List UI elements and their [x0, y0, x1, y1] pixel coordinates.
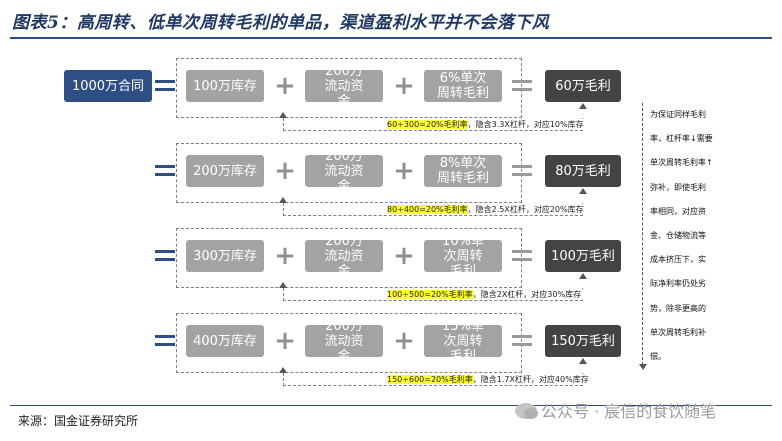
- inventory-box: 100万库存: [186, 70, 264, 102]
- cash-box: 200万流动资金: [305, 149, 383, 194]
- side-note-line: 金、仓储物流等: [650, 231, 706, 241]
- plus-sign: +: [274, 326, 296, 356]
- side-note-line: 势，除非更高的: [650, 303, 706, 313]
- side-note-line: 偿。: [650, 352, 666, 362]
- connector-arrow: [279, 282, 287, 288]
- margin-calc-note: 150÷600=20%毛利率，隐含1.7X杠杆，对应40%库存: [385, 374, 591, 385]
- margin-formula: 80÷400=20%毛利率: [387, 205, 468, 214]
- side-note-line: 率相同，对应资: [650, 206, 706, 216]
- equals-sign: [512, 165, 532, 176]
- wechat-icon: [515, 403, 538, 419]
- cash-box: 200万流动资金: [305, 234, 383, 279]
- plus-sign: +: [274, 241, 296, 271]
- margin-box: 8%单次周转毛利: [424, 155, 502, 187]
- margin-formula: 150÷600=20%毛利率: [387, 375, 473, 384]
- plus-sign: +: [393, 156, 415, 186]
- page-title: 图表5：高周转、低单次周转毛利的单品，渠道盈利水平并不会落下风: [12, 13, 550, 33]
- side-note-line: 单次周转毛利补: [650, 327, 706, 337]
- equals-sign: [155, 165, 175, 176]
- side-note-line: 成本挤压下，实: [650, 255, 706, 265]
- equals-sign: [155, 335, 175, 346]
- source-note: 来源：国金证券研究所: [18, 414, 139, 428]
- side-arrow-head: [639, 364, 647, 370]
- inventory-box: 200万库存: [186, 155, 264, 187]
- side-note: 为保证同样毛利 率，杠杆率↓需要 单次周转毛利率↑ 弥补，即使毛利 率相同，对应…: [650, 103, 722, 369]
- plus-sign: +: [393, 241, 415, 271]
- profit-box: 80万毛利: [545, 155, 621, 187]
- margin-formula: 60÷300=20%毛利率: [387, 120, 468, 129]
- leverage-note: ，隐含3.3X杠杆，对应10%库存: [467, 120, 584, 129]
- side-note-line: 率，杠杆率↓需要: [650, 134, 713, 144]
- connector-arrow: [279, 367, 287, 373]
- equals-sign: [512, 335, 532, 346]
- side-note-line: 为保证同样毛利: [650, 110, 706, 119]
- connector-arrow: [279, 197, 287, 203]
- leverage-note: ，隐含1.7X杠杆，对应40%库存: [472, 375, 589, 384]
- connector-arrow: [579, 103, 587, 109]
- cash-box: 200万流动资金: [305, 319, 383, 364]
- equals-sign: [155, 80, 175, 91]
- equals-sign: [155, 250, 175, 261]
- connector-arrow: [579, 358, 587, 364]
- connector-arrow: [579, 188, 587, 194]
- margin-calc-note: 100÷500=20%毛利率，隐含2X杠杆，对应30%库存: [385, 289, 584, 300]
- profit-box: 150万毛利: [545, 325, 621, 357]
- leverage-note: ，隐含2X杠杆，对应30%库存: [472, 290, 582, 299]
- side-note-line: 单次周转毛利率↑: [650, 158, 713, 168]
- plus-sign: +: [274, 156, 296, 186]
- equals-sign: [512, 80, 532, 91]
- profit-box: 100万毛利: [545, 240, 621, 272]
- margin-calc-note: 60÷300=20%毛利率，隐含3.3X杠杆，对应10%库存: [385, 119, 586, 130]
- plus-sign: +: [393, 71, 415, 101]
- plus-sign: +: [393, 326, 415, 356]
- footer-divider: [10, 405, 772, 406]
- watermark: 公众号 · 宸信的食饮随笔: [515, 398, 716, 422]
- side-note-line: 际净利率仍处劣: [650, 279, 706, 289]
- connector-arrow: [279, 112, 287, 118]
- connector-arrow: [579, 273, 587, 279]
- title-divider: [10, 37, 772, 39]
- contract-box: 1000万合同: [64, 70, 152, 102]
- equals-sign: [512, 250, 532, 261]
- side-note-line: 弥补，即使毛利: [650, 182, 706, 192]
- inventory-box: 400万库存: [186, 325, 264, 357]
- inventory-box: 300万库存: [186, 240, 264, 272]
- side-arrow-line: [642, 103, 643, 365]
- margin-calc-note: 80÷400=20%毛利率，隐含2.5X杠杆，对应20%库存: [385, 204, 586, 215]
- margin-box: 15%单次周转毛利: [424, 319, 502, 364]
- leverage-note: ，隐含2.5X杠杆，对应20%库存: [467, 205, 584, 214]
- margin-formula: 100÷500=20%毛利率: [387, 290, 473, 299]
- plus-sign: +: [274, 71, 296, 101]
- cash-box: 200万流动资金: [305, 64, 383, 109]
- watermark-text: 公众号 · 宸信的食饮随笔: [541, 402, 717, 421]
- margin-box: 6%单次周转毛利: [424, 70, 502, 102]
- profit-box: 60万毛利: [545, 70, 621, 102]
- margin-box: 10%单次周转毛利: [424, 234, 502, 279]
